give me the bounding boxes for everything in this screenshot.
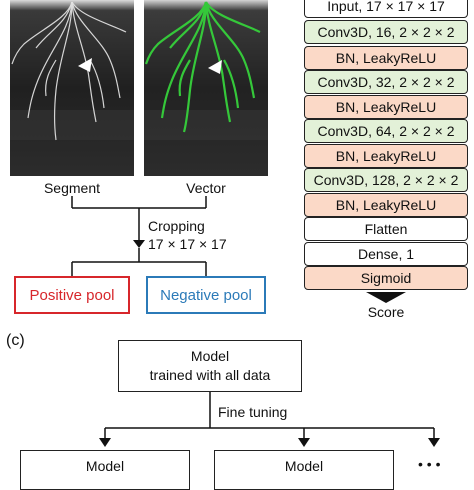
model-title: Model [190,348,230,365]
layer-bn-leakyrelu-4: BN, LeakyReLU [304,193,468,217]
positive-pool-box: Positive pool [14,276,130,314]
segment-arrow-marker [78,58,92,72]
layer-sigmoid: Sigmoid [304,266,468,290]
layer-conv3d-128: Conv3D, 128, 2 × 2 × 2 [304,168,468,192]
score-arrow [366,292,406,303]
cropping-label: Cropping [148,218,205,234]
positive-pool-label: Positive pool [29,286,115,304]
score-label: Score [367,304,405,320]
model-all-data-box: Model trained with all data [118,340,302,392]
child-model-label-1: Model [85,458,125,474]
layer-dense: Dense, 1 [304,242,468,266]
layer-conv3d-32: Conv3D, 32, 2 × 2 × 2 [304,70,468,94]
negative-pool-label: Negative pool [160,286,252,304]
layer-conv3d-64: Conv3D, 64, 2 × 2 × 2 [304,119,468,143]
layer-bn-leakyrelu-1: BN, LeakyReLU [304,46,468,70]
panel-c-connectors [99,392,440,447]
cropping-size-label: 17 × 17 × 17 [148,236,227,252]
fine-tuning-label: Fine tuning [218,404,288,420]
layer-bn-leakyrelu-3: BN, LeakyReLU [304,144,468,168]
ellipsis-more-models: • • • [418,456,441,472]
panel-a-connectors [71,58,222,276]
model-subtitle: trained with all data [149,367,271,383]
vector-label: Vector [186,180,226,196]
segment-image [10,0,134,176]
panel-c-label: (c) [6,332,25,349]
layer-bn-leakyrelu-2: BN, LeakyReLU [304,95,468,119]
vector-arrow-marker [208,60,222,74]
layer-conv3d-16: Conv3D, 16, 2 × 2 × 2 [304,20,468,44]
vector-image [144,0,268,176]
segment-label: Segment [43,180,101,196]
child-model-box-1: Model [20,450,190,490]
layer-flatten: Flatten [304,217,468,241]
layer-input: Input, 17 × 17 × 17 [304,0,468,18]
child-model-label-2: Model [284,458,324,474]
child-model-box-2: Model [214,450,394,490]
negative-pool-box: Negative pool [146,276,266,314]
